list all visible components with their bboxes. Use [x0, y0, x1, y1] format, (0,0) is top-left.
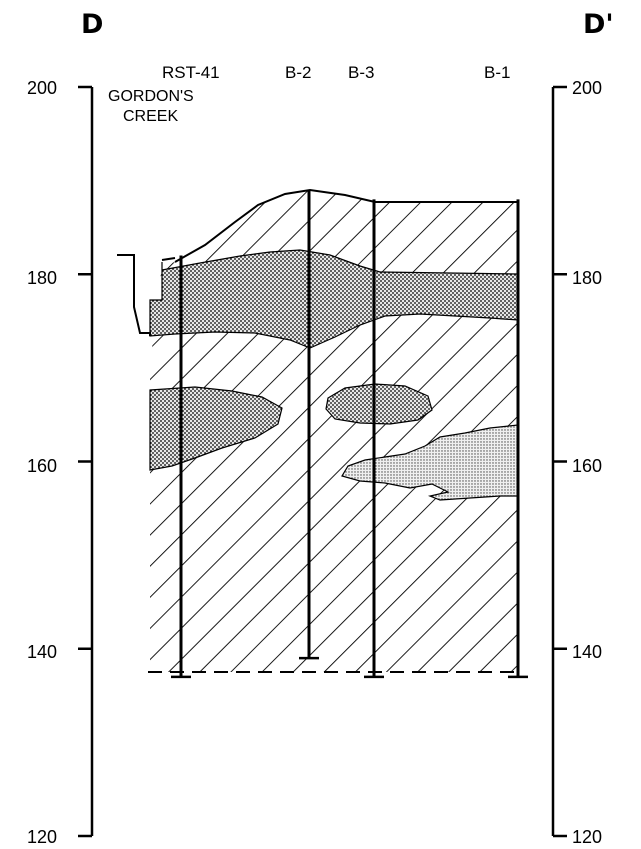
left-tick-label-200: 200 — [27, 78, 57, 98]
boring-label-rst41: RST-41 — [162, 63, 220, 82]
left-tick-label-160: 160 — [27, 456, 57, 476]
left-elevation-axis — [78, 85, 94, 838]
left-tick-label-140: 140 — [27, 642, 57, 662]
right-tick-label-160: 160 — [572, 456, 602, 476]
boring-label-b1: B-1 — [484, 63, 510, 82]
left-tick-label-120: 120 — [27, 827, 57, 847]
boring-label-b2: B-2 — [285, 63, 311, 82]
creek-channel-line — [117, 254, 151, 336]
section-label-left: D — [81, 9, 103, 40]
right-tick-label-180: 180 — [572, 268, 602, 288]
right-elevation-axis — [551, 85, 567, 838]
right-tick-label-200: 200 — [572, 78, 602, 98]
left-sand-lens — [149, 386, 283, 471]
left-tick-label-180: 180 — [27, 268, 57, 288]
borings-group — [171, 189, 528, 679]
middle-sand-lens — [325, 383, 433, 425]
section-label-right: D' — [583, 9, 614, 40]
right-tick-label-120: 120 — [572, 827, 602, 847]
creek-label-line1: GORDON'S — [108, 88, 194, 105]
creek-label-line2: CREEK — [123, 108, 178, 125]
creek-bank-line — [161, 257, 176, 261]
ground-surface-line — [174, 188, 518, 263]
right-sand-lens — [341, 424, 519, 501]
right-tick-label-140: 140 — [572, 642, 602, 662]
boring-label-b3: B-3 — [348, 63, 374, 82]
